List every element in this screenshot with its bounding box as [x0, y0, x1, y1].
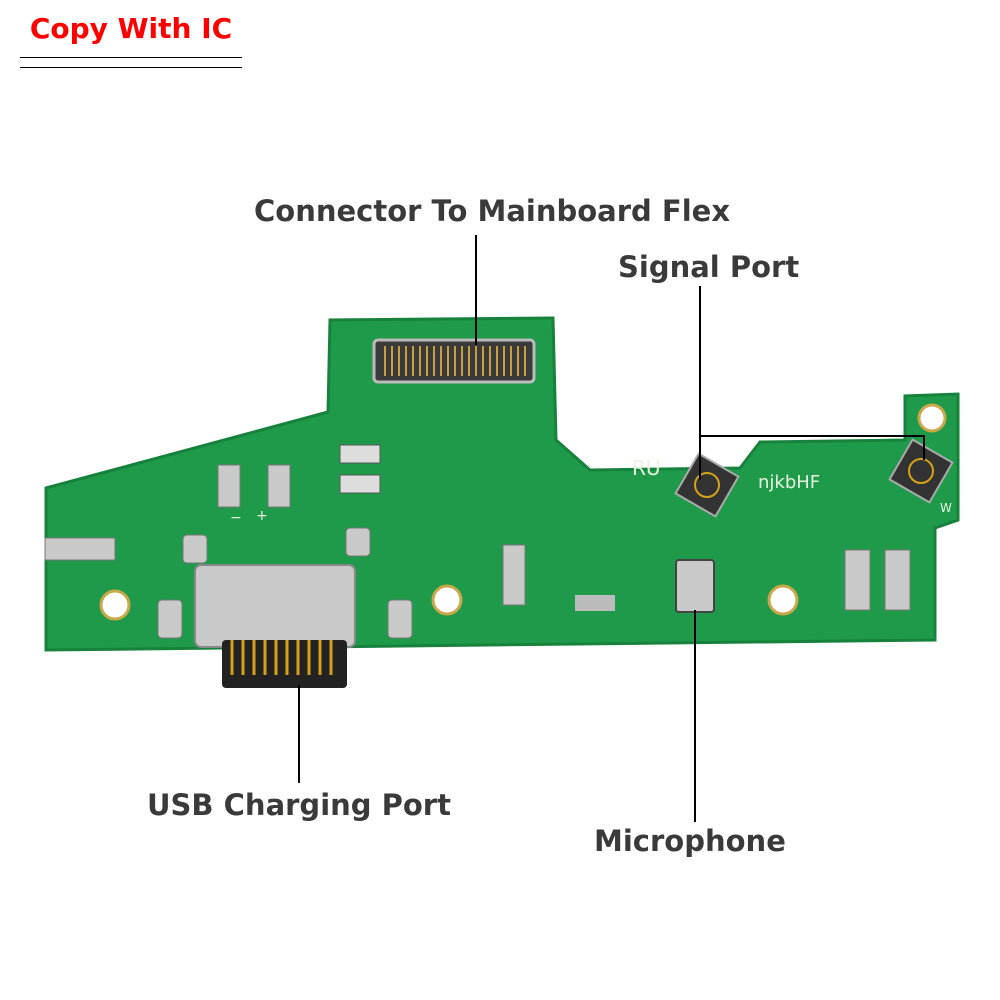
silkscreen-w: W [940, 501, 952, 515]
pad-plus [267, 464, 291, 508]
silkscreen-code: njkbHF [758, 472, 820, 493]
connector-label: Connector To Mainboard Flex [254, 194, 731, 228]
leader-lines [298, 235, 925, 822]
mounting-hole [99, 589, 131, 621]
silkscreen-minus: − [230, 510, 242, 526]
signal-port-label: Signal Port [618, 250, 800, 284]
microphone-label: Microphone [594, 824, 786, 858]
contact-spring [44, 537, 116, 561]
silkscreen-ru: RU [632, 456, 661, 480]
resistor [339, 474, 381, 494]
usb-charging-port-label: USB Charging Port [147, 788, 451, 822]
contact-spring [844, 549, 871, 611]
usb-c-port [194, 564, 356, 648]
badge-underline-bottom [20, 67, 242, 68]
silkscreen-plus: + [256, 508, 268, 524]
signal-port-ring [908, 458, 934, 484]
pad [182, 534, 208, 564]
pad-minus [217, 464, 241, 508]
ic-chip [575, 595, 615, 611]
usb-tab-right [387, 599, 413, 639]
mounting-hole [917, 403, 947, 433]
signal-port-ring [694, 472, 720, 498]
mounting-hole [431, 584, 463, 616]
mounting-hole [767, 584, 799, 616]
contact-spring [884, 549, 911, 611]
usb-c-pins [222, 640, 347, 688]
badge-underline-top [20, 57, 242, 58]
copy-with-ic-badge: Copy With IC [29, 12, 233, 45]
signal-port-connector [674, 452, 740, 518]
pad [345, 527, 371, 557]
signal-port-connector [888, 438, 954, 504]
microphone-component [675, 559, 715, 613]
usb-tab-left [157, 599, 183, 639]
contact-spring [502, 544, 526, 606]
resistor [339, 444, 381, 464]
